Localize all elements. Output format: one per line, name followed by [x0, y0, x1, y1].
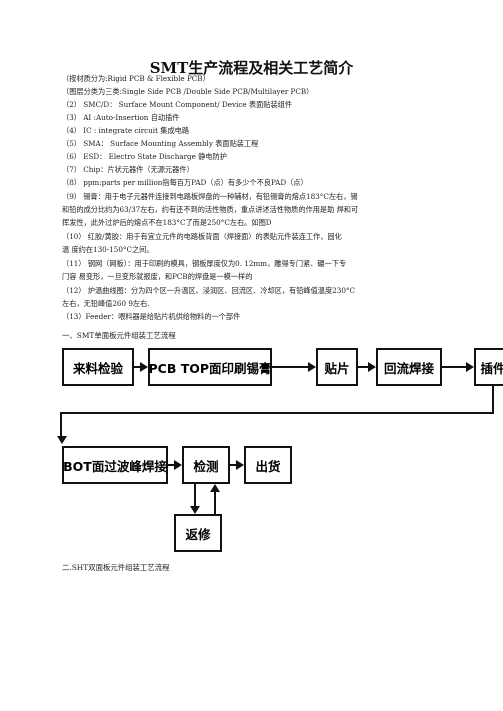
arrow-right-icon — [140, 362, 148, 372]
arrow-up-icon — [210, 484, 220, 492]
arrow-right-icon — [368, 362, 376, 372]
text-line: （13）Feeder：喂料器是给贴片机供给物料的一个部件 — [62, 312, 241, 321]
connector-line — [214, 492, 216, 514]
arrow-right-icon — [236, 460, 244, 470]
text-line: （12） 炉温曲线图：分为四个区一升温区、浸润区、回流区、冷却区，有铅峰值温度2… — [62, 286, 355, 295]
process-flow-diagram: 来料检验 PCB TOP面印刷锡膏 贴片 回流焊接 插件 BOT面过波峰焊接 检… — [57, 342, 503, 557]
arrow-down-icon — [190, 506, 200, 514]
text-line: （5） SMA： Surface Mounting Assembly 表面贴装工… — [62, 139, 259, 148]
text-line: （8） ppm:parts per million指每百万PAD（点）有多少个不… — [62, 178, 308, 187]
connector-line — [60, 412, 494, 414]
text-line: （6） ESD： Electro State Discharge 静电防护 — [62, 152, 227, 161]
connector-line — [168, 464, 174, 466]
flow-step-inspection: 检测 — [182, 446, 230, 484]
connector-line — [60, 412, 62, 438]
connector-line — [230, 464, 236, 466]
connector-line — [492, 386, 494, 414]
text-line: （2） SMC/D： Surface Mount Component/ Devi… — [62, 100, 293, 109]
connector-line — [134, 366, 140, 368]
flow-step-bot-wave-soldering: BOT面过波峰焊接 — [62, 446, 168, 484]
flow-step-repair: 返修 — [174, 514, 222, 552]
text-line: （图层分类为三类:Single Side PCB /Double Side PC… — [62, 87, 314, 96]
text-line: （按材质分为:Rigid PCB & Flexible PCB） — [62, 74, 210, 83]
text-line: 门容 易变形，一旦变形就报废，和PCB的焊盘是一模一样的 — [62, 272, 253, 281]
section-heading-double-side: 二.SHT双面板元件组装工艺流程 — [62, 563, 170, 572]
text-line: （7） Chip：片状元器件（无源元器件） — [62, 165, 194, 174]
flow-step-reflow-soldering: 回流焊接 — [376, 348, 442, 386]
text-line: （9） 锡膏：用于电子元器件连接到电路板焊盘的一种辅材，有铅锡膏的熔点183°C… — [62, 192, 358, 201]
arrow-right-icon — [308, 362, 316, 372]
connector-line — [194, 484, 196, 506]
text-line: 左右，无铅峰值260 9左右. — [62, 299, 150, 308]
flow-step-insertion: 插件 — [474, 348, 503, 386]
text-line: （10） 红胶/黄胶：用于有宜立元件的电路板背面（焊接面）的表贴元件装连工作，固… — [62, 232, 342, 241]
text-line: （11） 钢网（网板）：用于印刷的模具，钢板厚度仅为0. 12mm，雕得专门紧、… — [62, 259, 347, 268]
flow-step-shipping: 出货 — [244, 446, 292, 484]
text-line: 温 度约在130-150°C之间。 — [62, 245, 154, 254]
arrow-down-icon — [57, 436, 67, 444]
text-line: 挥发性，此外过炉后的熔点不在183°C了而是250°C左右。如图D — [62, 218, 272, 227]
arrow-right-icon — [466, 362, 474, 372]
arrow-right-icon — [174, 460, 182, 470]
connector-line — [272, 366, 308, 368]
flow-step-incoming-inspection: 来料检验 — [62, 348, 134, 386]
section-heading-single-side: 一、SMT单面板元件组装工艺流程 — [62, 331, 176, 340]
connector-line — [358, 366, 368, 368]
document-title: SMT生产流程及相关工艺简介 — [149, 59, 354, 77]
text-line: （4） IC : integrate circuit 集成电路 — [62, 126, 190, 135]
flow-step-top-paste-printing: PCB TOP面印刷锡膏 — [148, 348, 272, 386]
text-line: 和铅的成分比约为63/37左右，约有还不到的活性物质，重点讲述活性物质的作用是助… — [62, 205, 359, 214]
flow-step-placement: 贴片 — [316, 348, 358, 386]
text-line: （3） AI :Auto-Insertion 自动插件 — [62, 113, 180, 122]
connector-line — [442, 366, 466, 368]
